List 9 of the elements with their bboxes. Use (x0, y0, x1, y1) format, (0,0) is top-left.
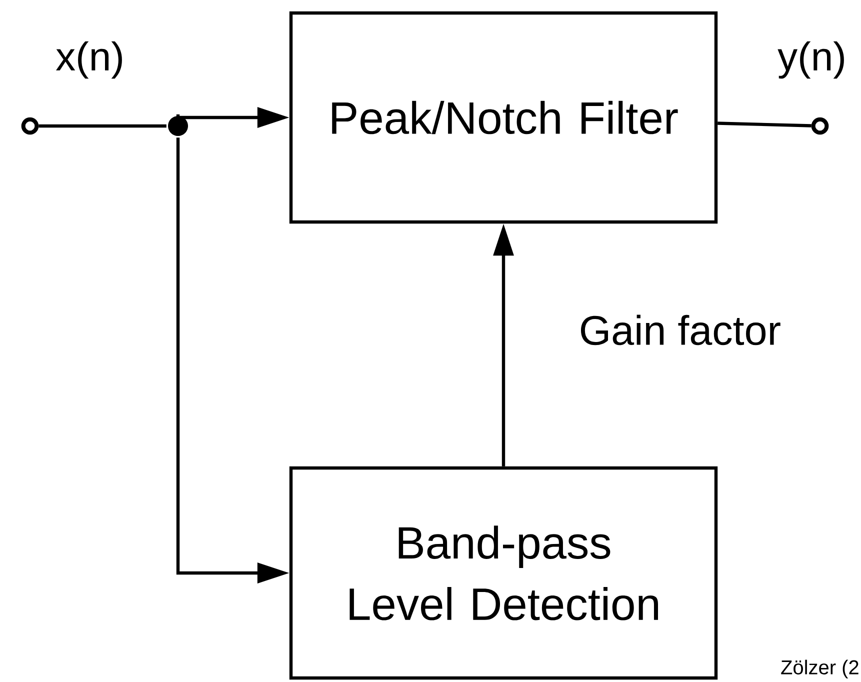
citation: Zölzer (2 (781, 660, 858, 678)
block-box: Band-pass Level Detection (289, 466, 718, 680)
edge-label: Gain factor (581, 314, 780, 346)
signal-label: y(n) (778, 41, 844, 79)
terminal-circle (21, 117, 39, 135)
junction-dot (168, 116, 188, 136)
block-box: Peak/Notch Filter (289, 11, 718, 224)
signal-label: x(n) (56, 41, 122, 79)
terminal-circle (811, 117, 829, 135)
